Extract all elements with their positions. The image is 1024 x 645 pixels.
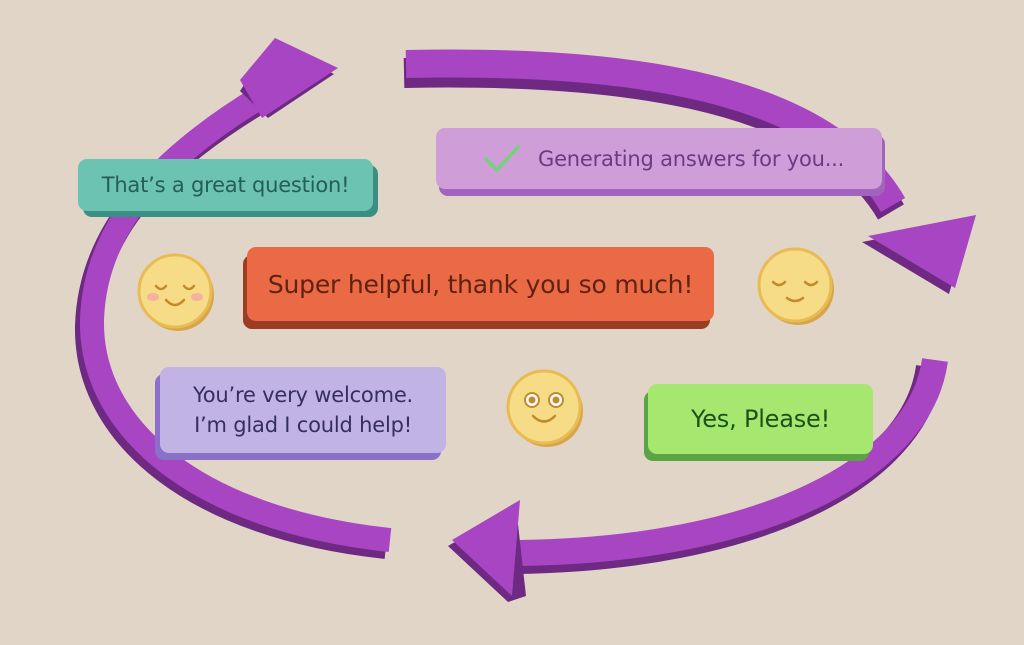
welcome-text-line1: You’re very welcome. [192,383,414,407]
super-helpful-bubble: Super helpful, thank you so much! [247,247,714,321]
question-bubble: That’s a great question! [78,159,373,211]
yes-please-bubble: Yes, Please! [648,384,873,454]
curved-arrow-bottom [448,357,948,602]
blushing-smile-face-icon [137,253,214,331]
question-text: That’s a great question! [101,173,350,197]
welcome-bubble: You’re very welcome. I’m glad I could he… [160,367,446,453]
happy-smile-face-icon [506,369,583,447]
content-smile-face-icon [757,247,834,325]
generating-bubble: Generating answers for you... [436,128,882,189]
yes-please-text: Yes, Please! [690,405,831,433]
super-helpful-text: Super helpful, thank you so much! [267,269,694,299]
check-icon [484,144,520,172]
generating-text: Generating answers for you... [538,146,845,171]
welcome-text-line2: I’m glad I could help! [194,413,412,437]
